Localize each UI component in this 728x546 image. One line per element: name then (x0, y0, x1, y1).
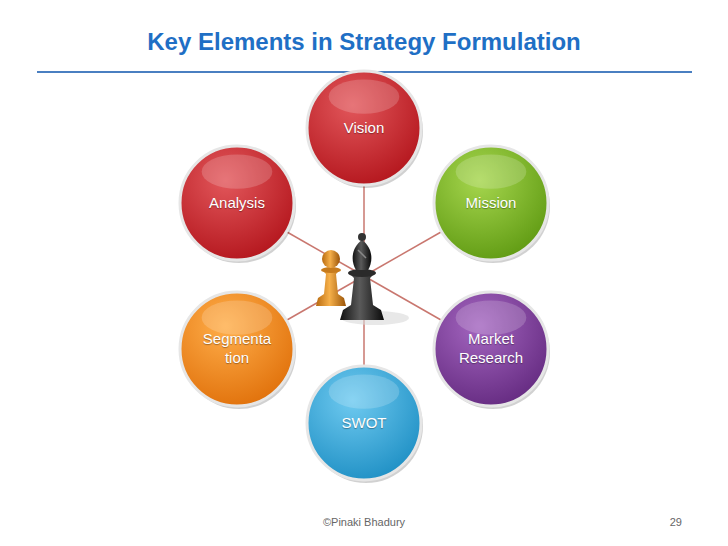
element-label: Market Research (450, 330, 532, 368)
copyright-note: ©Pinaki Bhadury (323, 516, 405, 528)
element-circle: Mission (430, 142, 552, 264)
element-label: Vision (323, 119, 405, 138)
spokes (287, 184, 441, 366)
element-label: Mission (450, 194, 532, 213)
element-label: Segmenta tion (196, 330, 278, 368)
element-circle: Vision (303, 67, 425, 189)
element-circle: Analysis (176, 142, 298, 264)
page-number: 29 (670, 516, 682, 528)
element-circle: Segmenta tion (176, 288, 298, 410)
element-label: Analysis (196, 194, 278, 213)
element-label: SWOT (323, 414, 405, 433)
slide-title: Key Elements in Strategy Formulation (0, 28, 728, 56)
element-circle: Market Research (430, 288, 552, 410)
chess-pieces (316, 233, 409, 325)
element-circle: SWOT (303, 362, 425, 484)
